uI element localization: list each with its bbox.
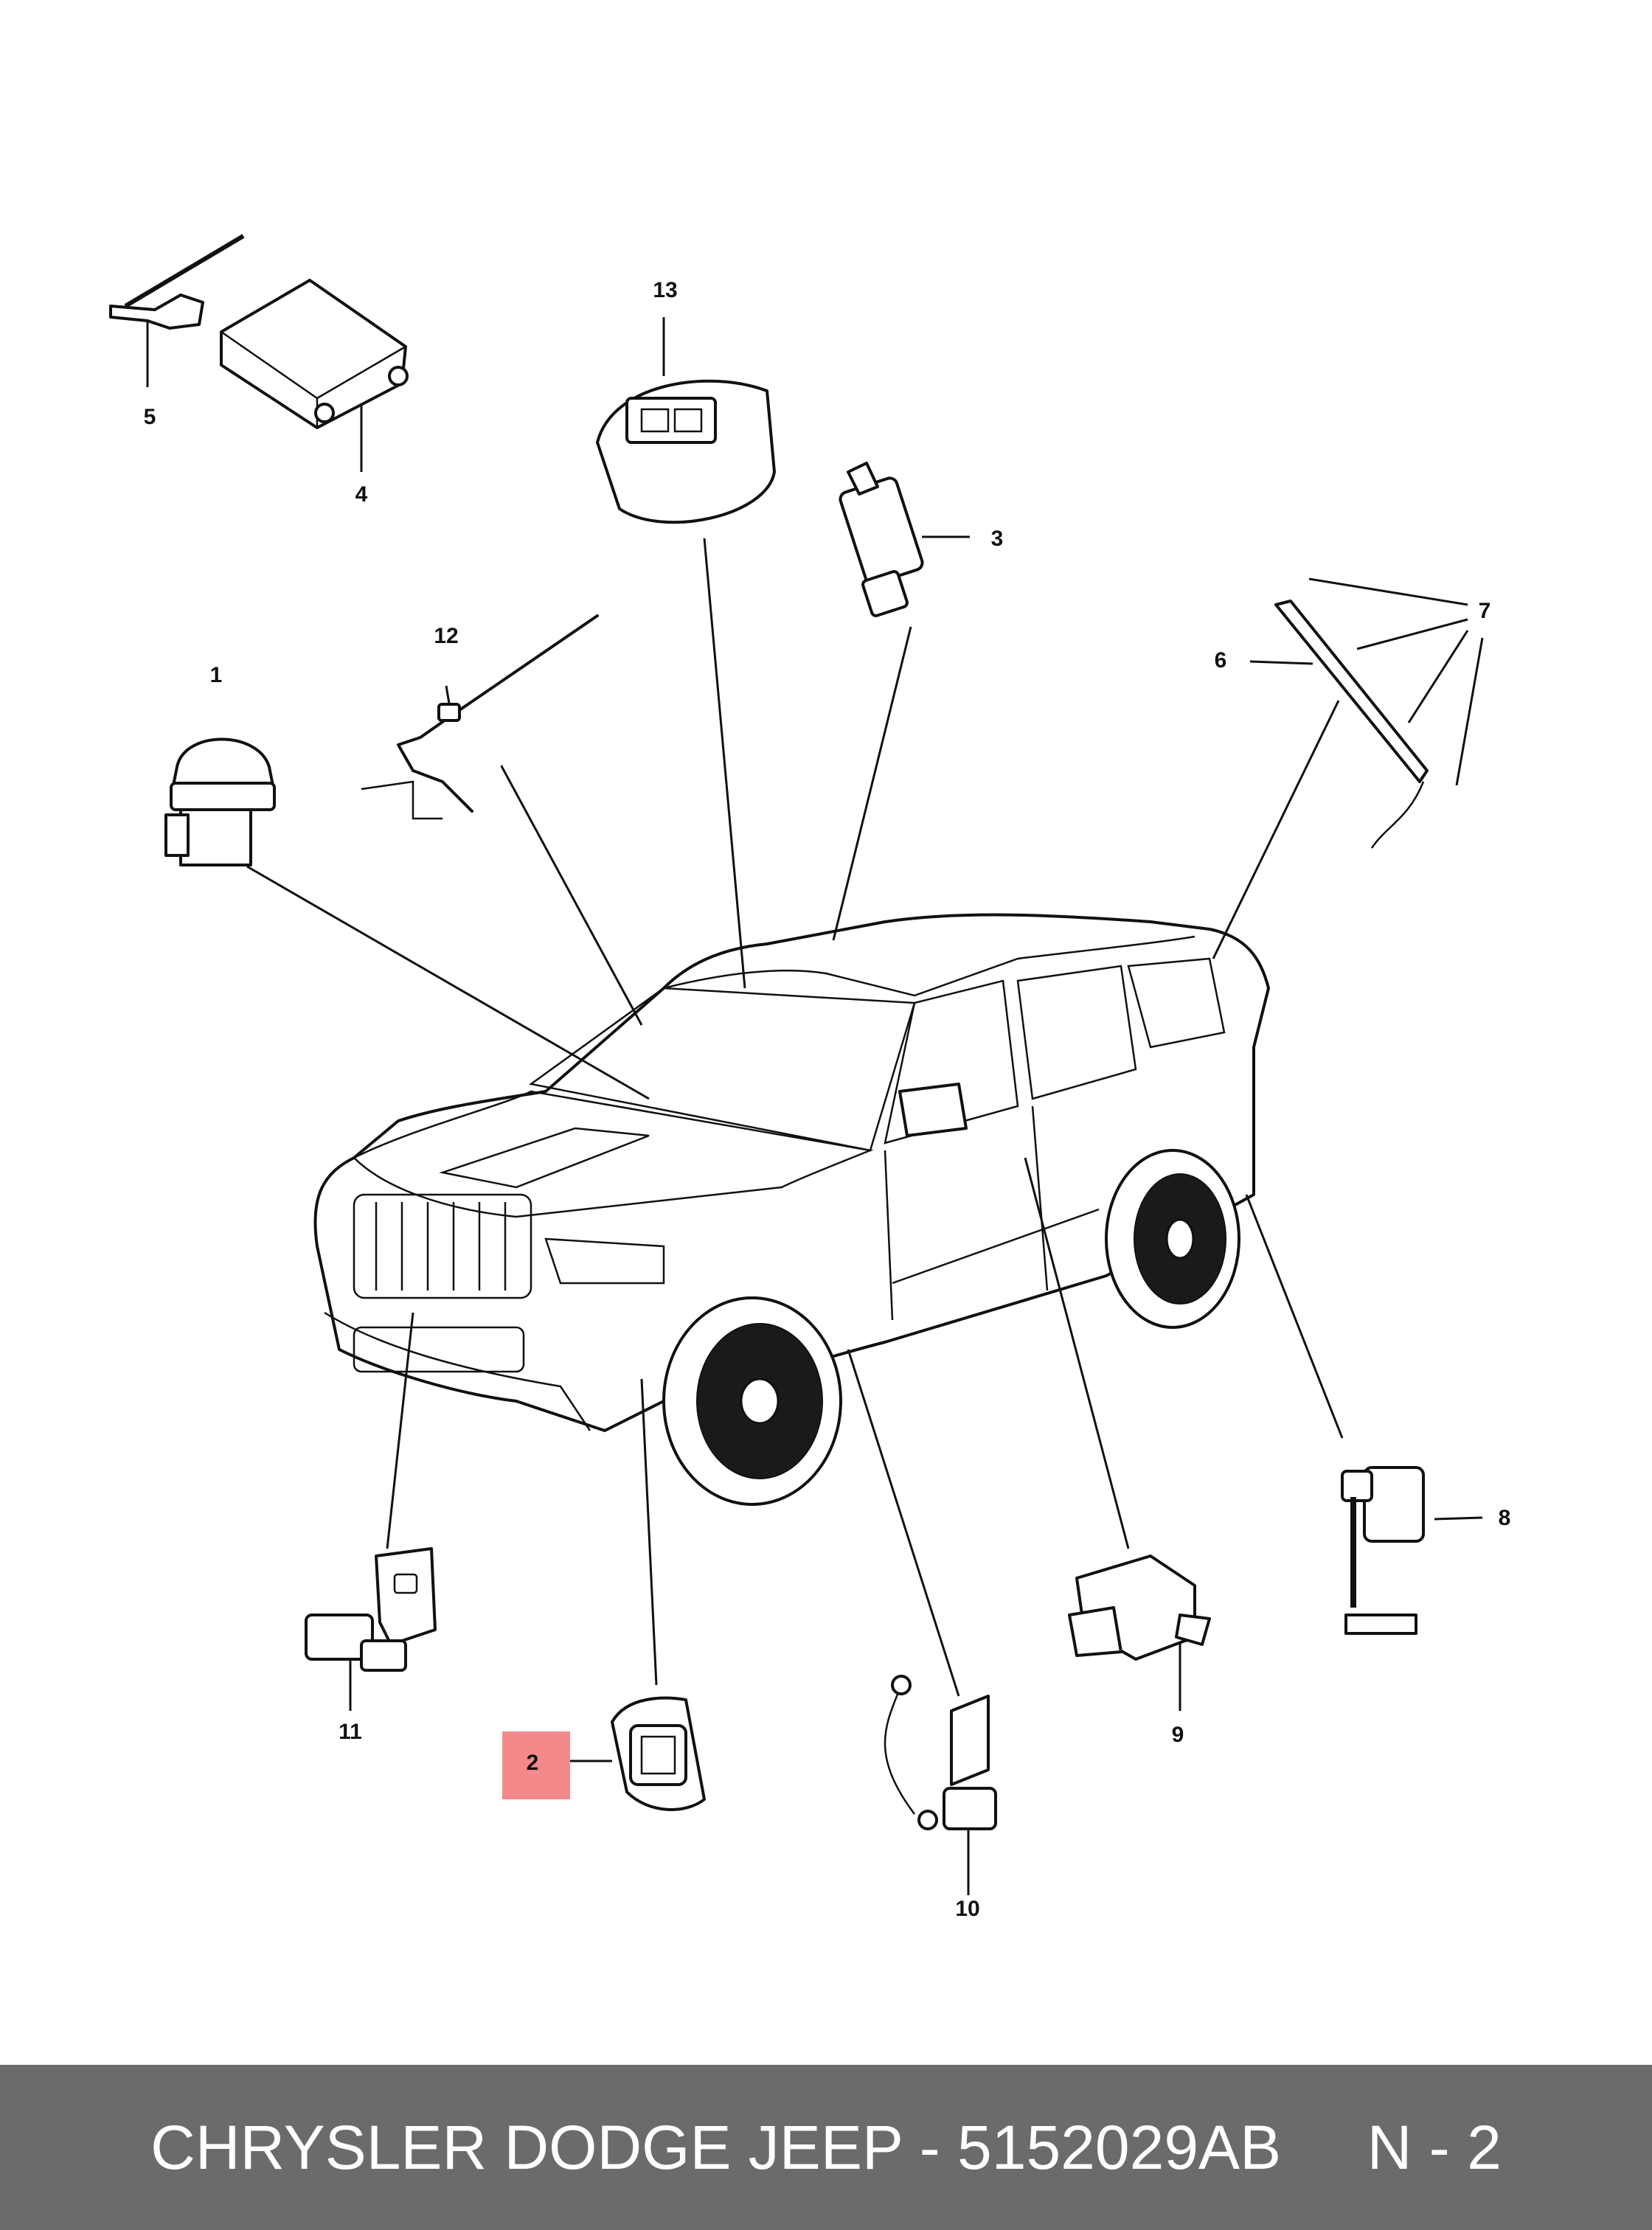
part-11-sensor [305,1547,437,1672]
callout-7: 7 [1479,599,1491,623]
callout-4: 4 [355,482,368,507]
part-9-sensor [1068,1555,1211,1661]
highlight-box [502,1731,570,1799]
part-8-level-sensor [1341,1466,1425,1635]
callout-11: 11 [339,1720,362,1744]
vehicle-illustration [313,913,1270,1506]
callout-12: 12 [434,624,458,648]
part-10-level-sensor [884,1675,997,1830]
callout-1: 1 [210,663,223,687]
callout-9: 9 [1172,1723,1184,1747]
part-1-sensor [164,737,276,866]
part-4-module [220,279,409,429]
parts-diagram: 1 2 3 4 5 6 7 8 9 10 11 12 13 [109,234,1511,1921]
front-wheel [662,1296,842,1506]
callout-2: 2 [527,1751,539,1775]
part-2-sensor [611,1696,706,1811]
part-3-sensor [839,462,924,617]
callout-8: 8 [1499,1506,1511,1530]
callout-labels: 1 2 3 4 5 6 7 8 9 10 11 12 13 [144,278,1511,1921]
footer-bar: CHRYSLER DODGE JEEP - 5152029AB N - 2 [0,2065,1652,2230]
callout-6: 6 [1215,648,1227,673]
callout-10: 10 [955,1897,979,1921]
callout-3: 3 [991,527,1004,551]
part-13-module [596,379,776,524]
rear-wheel [1105,1149,1240,1329]
part-12-harness [361,614,599,820]
callout-13: 13 [653,278,677,302]
grille [353,1193,532,1299]
part-6-strip [1274,600,1429,849]
callout-5: 5 [144,405,156,429]
footer-part-number: CHRYSLER DODGE JEEP - 5152029AB N - 2 [150,2112,1502,2182]
part-5-antenna [109,234,245,330]
